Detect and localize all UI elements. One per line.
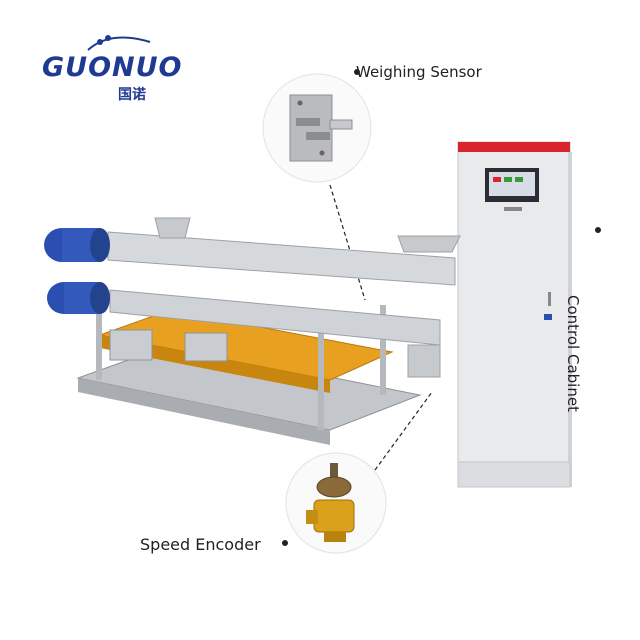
control-cabinet-bullet-icon	[595, 227, 601, 233]
weighing-sensor-label: Weighing Sensor	[356, 63, 482, 81]
weighing-sensor-bullet-icon	[354, 69, 360, 75]
logo-swoosh-icon	[87, 36, 151, 51]
speed-encoder-inset	[285, 452, 387, 554]
speed-encoder-bullet-icon	[282, 540, 288, 546]
weighing-sensor-inset	[262, 73, 372, 183]
logo-dot-icon	[97, 39, 103, 45]
weighing-sensor-pointer	[329, 184, 366, 301]
control-cabinet-label: Control Cabinet	[564, 295, 582, 412]
screw-conveyor-machine	[44, 217, 461, 445]
brand-logo: GUONUO	[42, 52, 183, 83]
speed-encoder-pointer	[374, 391, 433, 471]
brand-logo-cn: 国诺	[118, 87, 146, 103]
control-cabinet	[457, 141, 572, 488]
speed-encoder-label: Speed Encoder	[140, 535, 261, 554]
